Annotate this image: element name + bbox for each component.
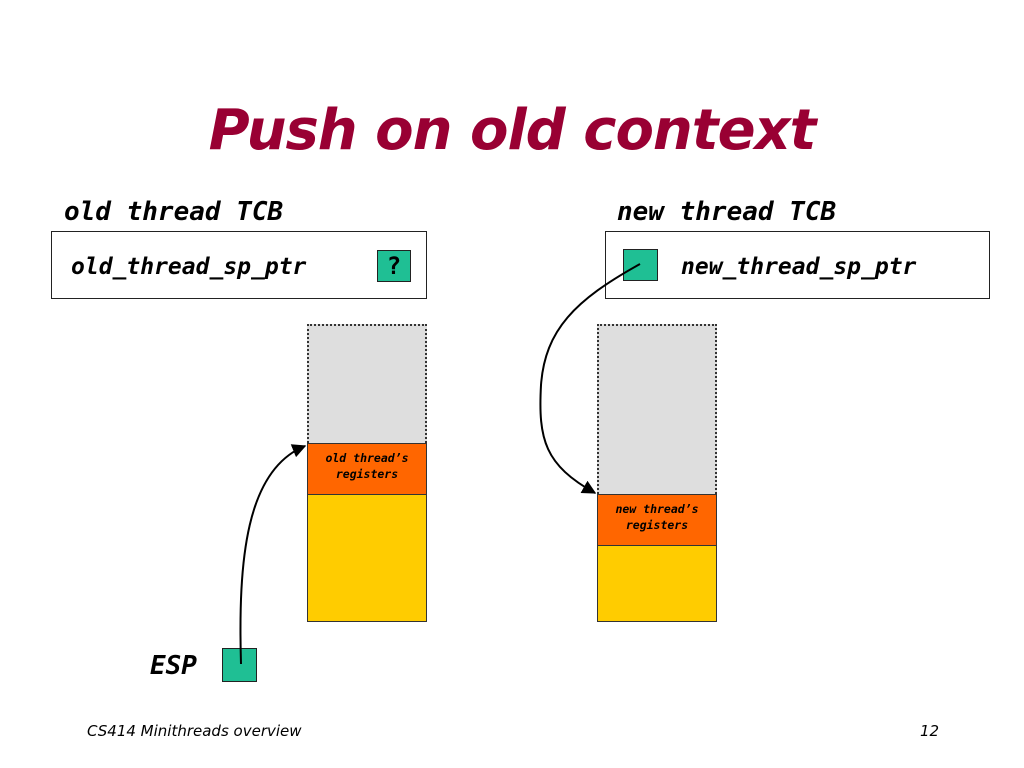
esp-cell [222,648,257,682]
old-tcb-box: old_thread_sp_ptr ? [51,231,427,299]
new-thread-sp-ptr-cell [623,249,658,281]
new-sp-ptr-to-new-registers-arrow [539,263,641,494]
old-registers-label-line2: registers [335,467,399,481]
esp-label: ESP [150,651,197,681]
new-stack-free-region [597,324,717,494]
new-stack-used-region [597,546,717,622]
slide-title: Push on old context [208,98,817,163]
old-thread-sp-ptr-cell: ? [377,250,411,282]
old-thread-sp-ptr-label: old_thread_sp_ptr [71,254,307,280]
new-stack-registers: new thread’s registers [597,494,717,546]
footer-page-number: 12 [920,722,940,740]
old-registers-label-line1: old thread’s [325,451,409,465]
old-stack-free-region [307,324,427,443]
new-tcb-heading: new thread TCB [617,197,837,227]
new-registers-label-line1: new thread’s [615,502,699,516]
new-registers-label-line2: registers [625,518,689,532]
esp-to-old-registers-arrow [239,444,307,665]
new-tcb-box: new_thread_sp_ptr [605,231,990,299]
old-stack-registers: old thread’s registers [307,443,427,495]
new-thread-sp-ptr-label: new_thread_sp_ptr [681,254,917,280]
old-tcb-heading: old thread TCB [64,197,284,227]
old-stack-used-region [307,495,427,622]
footer-course-label: CS414 Minithreads overview [87,722,302,740]
